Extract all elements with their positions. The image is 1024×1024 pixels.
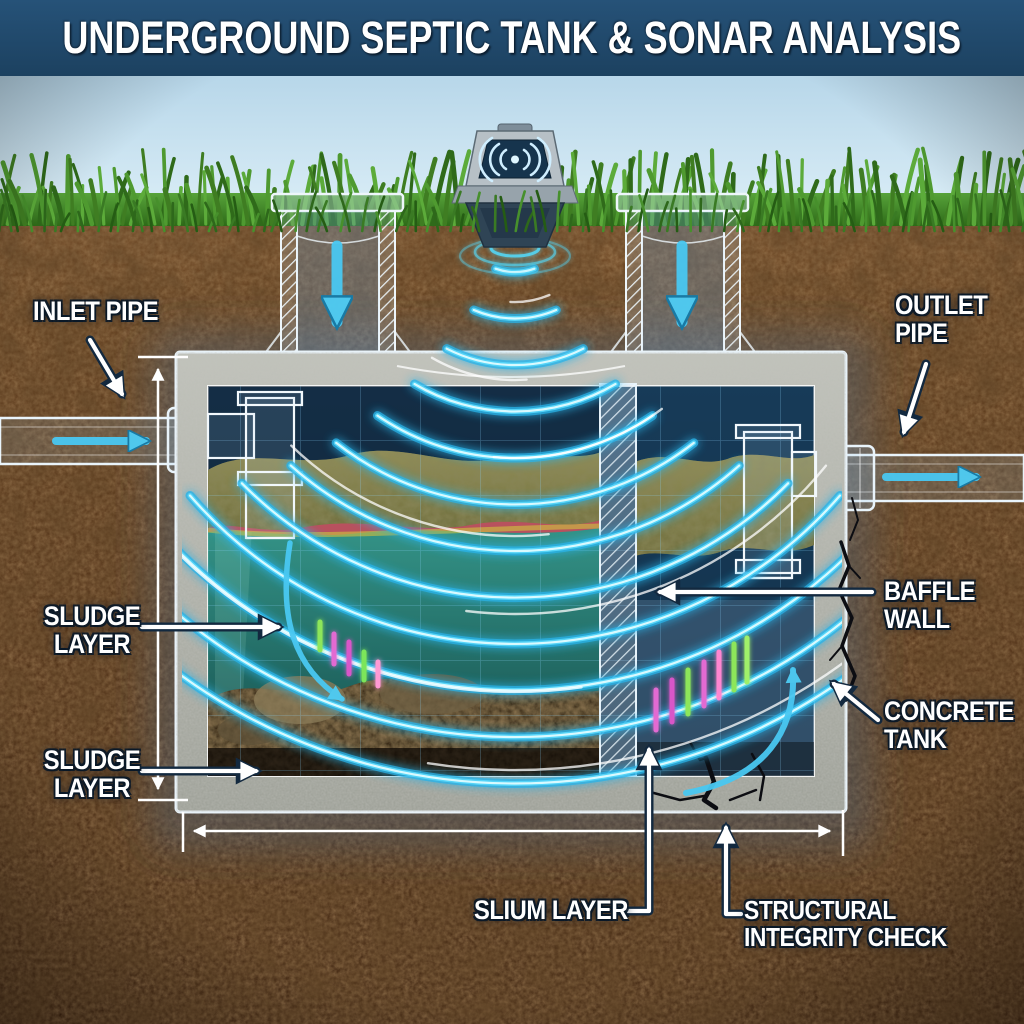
title-banner: UNDERGROUND SEPTIC TANK & SONAR ANALYSIS [0, 0, 1024, 76]
slium-layer-arrow [615, 746, 659, 914]
vignette [0, 76, 1024, 1024]
label-arrows [85, 335, 931, 919]
page-title: UNDERGROUND SEPTIC TANK & SONAR ANALYSIS [62, 12, 962, 63]
outlet-pipe-arrow [899, 361, 929, 436]
concrete-tank-arrow [831, 681, 881, 723]
structural-check-arrow [716, 824, 744, 917]
inlet-pipe-arrow [87, 337, 125, 397]
